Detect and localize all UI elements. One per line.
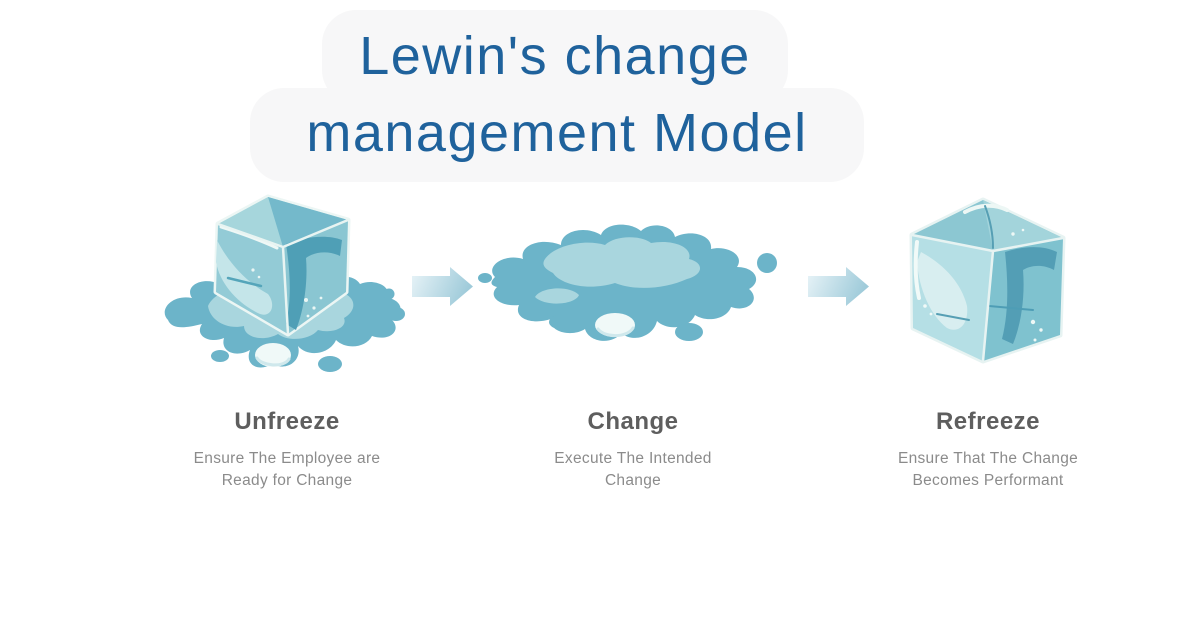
stage-name-unfreeze: Unfreeze (234, 408, 340, 435)
right-arrow-icon (412, 267, 473, 306)
water-puddle-illustration (478, 224, 777, 341)
stage-name-refreeze: Refreeze (935, 408, 1041, 435)
stage-description-line: Becomes Performant (912, 472, 1064, 489)
stage-description-line: Ensure That The Change (897, 450, 1079, 467)
frozen-ice-cube-illustration (909, 197, 1066, 364)
title-highlight-bottom (250, 88, 864, 182)
right-arrow-icon (808, 267, 869, 306)
stage-description-line: Change (604, 472, 662, 489)
melting-ice-cube-illustration (164, 194, 405, 372)
stage-refreeze: Refreeze Ensure That The Change Becomes … (848, 408, 1128, 492)
stage-description-refreeze: Ensure That The Change Becomes Performan… (848, 448, 1128, 492)
stage-description-change: Execute The Intended Change (493, 448, 773, 492)
stage-description-line: Ensure The Employee are (193, 450, 381, 467)
stage-name-change: Change (587, 408, 679, 435)
page-title-line2: management Model (306, 103, 808, 163)
stage-description-line: Ready for Change (221, 472, 353, 489)
stage-description-unfreeze: Ensure The Employee are Ready for Change (147, 448, 427, 492)
stage-change: Change Execute The Intended Change (493, 408, 773, 492)
page-title-line1: Lewin's change (359, 26, 751, 86)
stage-description-line: Execute The Intended (554, 450, 712, 467)
stage-unfreeze: Unfreeze Ensure The Employee are Ready f… (147, 408, 427, 492)
